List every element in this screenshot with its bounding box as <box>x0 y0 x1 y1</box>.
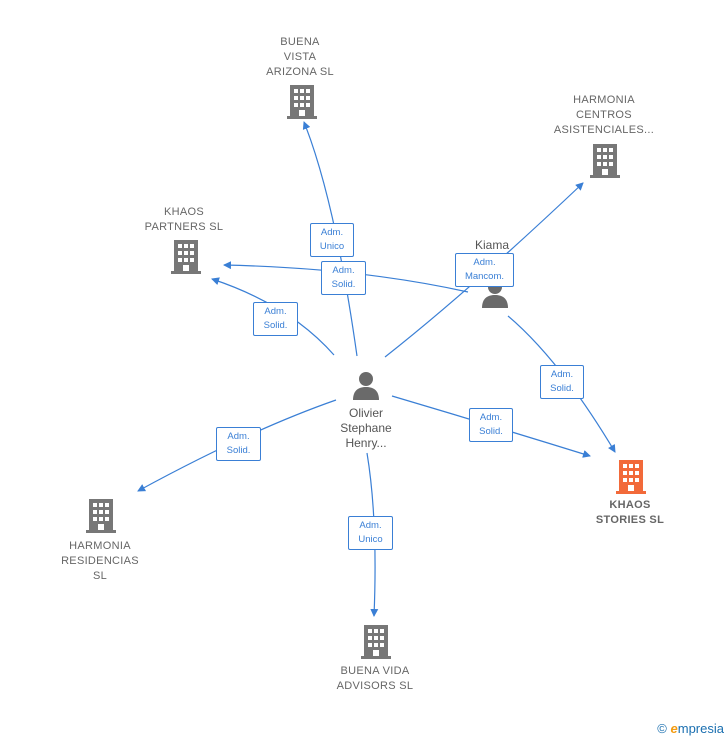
node-khaos-partners[interactable]: KHAOS PARTNERS SL <box>144 206 224 233</box>
edge-label-adm-unico: Adm. Unico <box>310 223 354 257</box>
building-icon <box>616 460 646 494</box>
building-icon <box>287 85 317 119</box>
brand-logo-letter: e <box>670 721 678 736</box>
copyright-symbol: © <box>657 721 667 736</box>
edge-label-adm-solid: Adm. Solid. <box>321 261 366 295</box>
building-icon <box>590 144 620 178</box>
edge-label-adm-solid: Adm. Solid. <box>540 365 584 399</box>
node-olivier-stephane[interactable]: Olivier Stephane Henry... <box>340 406 392 450</box>
building-icon <box>171 240 201 274</box>
node-buena-vista-arizona[interactable]: BUENA VISTA ARIZONA SL <box>266 36 334 78</box>
edge-olivier-buena-vista <box>302 121 358 357</box>
edge-label-adm-solid: Adm. Solid. <box>469 408 513 442</box>
brand-name: mpresia <box>677 721 724 736</box>
node-buena-vida-advisors[interactable]: BUENA VIDA ADVISORS SL <box>336 665 414 692</box>
edge-label-adm-unico: Adm. Unico <box>348 516 393 550</box>
node-harmonia-centros[interactable]: HARMONIA CENTROS ASISTENCIALES... <box>553 94 655 136</box>
building-icon <box>361 625 391 659</box>
node-khaos-stories[interactable]: KHAOS STORIES SL <box>595 499 665 526</box>
person-icon <box>353 372 379 400</box>
footer-brand: © empresia <box>657 721 724 736</box>
node-harmonia-residencias[interactable]: HARMONIA RESIDENCIAS SL <box>61 540 139 582</box>
edge-label-adm-mancom: Adm. Mancom. <box>455 253 514 287</box>
building-icon <box>86 499 116 533</box>
edge-label-adm-solid: Adm. Solid. <box>253 302 298 336</box>
edge-label-adm-solid: Adm. Solid. <box>216 427 261 461</box>
